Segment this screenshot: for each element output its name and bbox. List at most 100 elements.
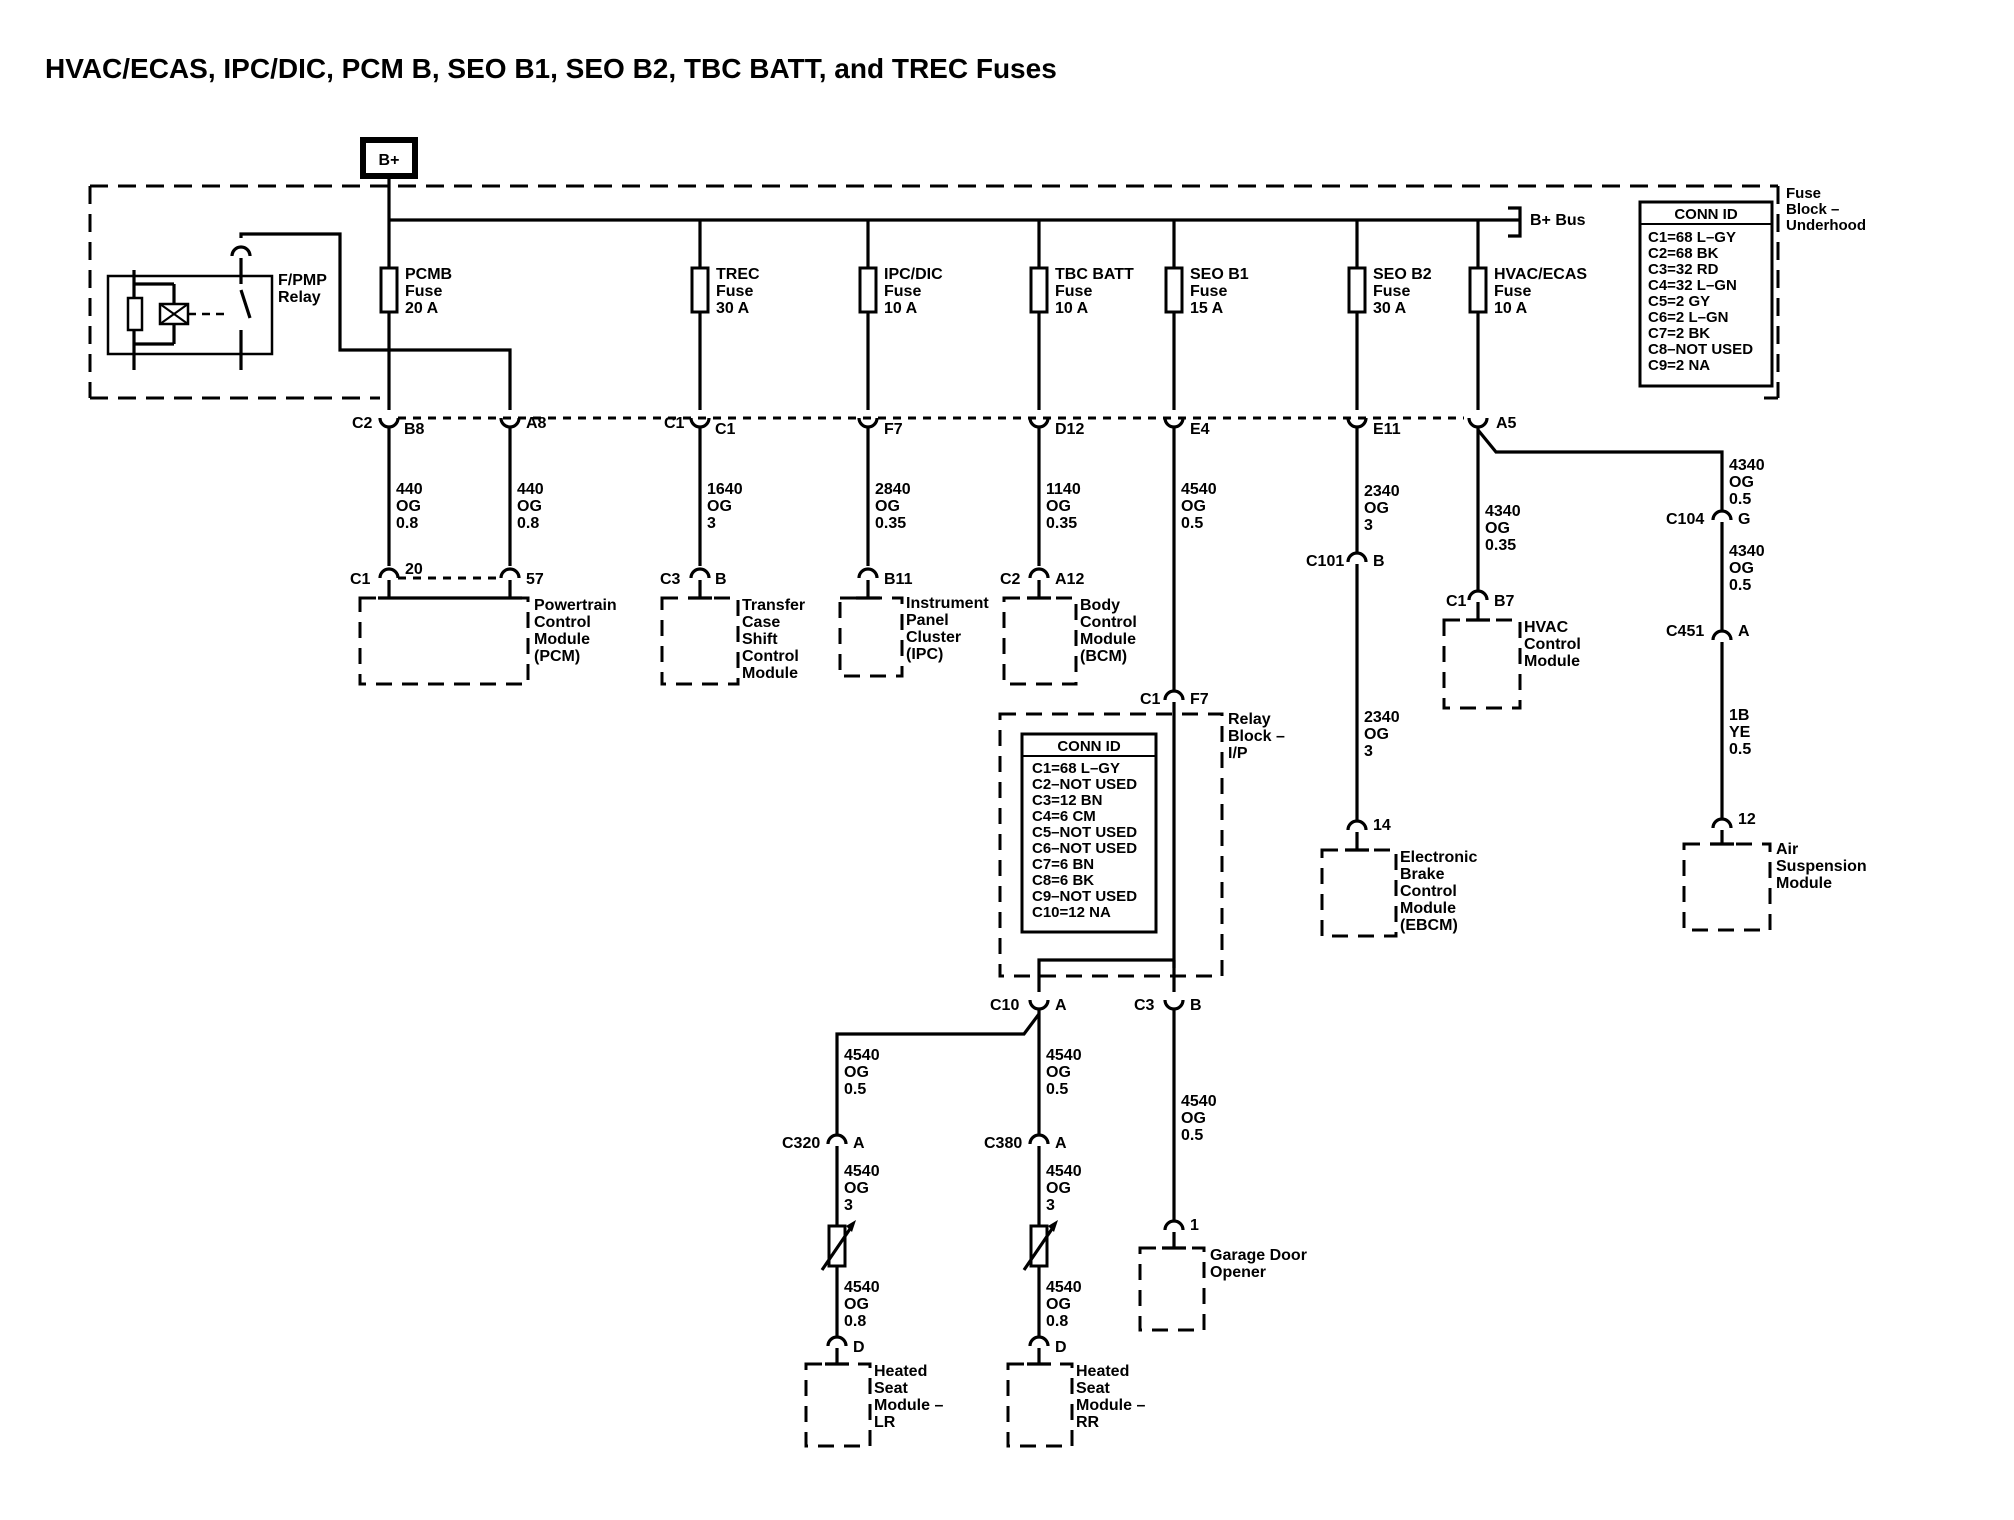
wire-label: 0.5: [1181, 515, 1203, 532]
fuse-label: 20 A: [405, 300, 439, 317]
module-label: (IPC): [906, 646, 943, 663]
wire-label: OG: [1046, 1180, 1071, 1197]
wire-label: 2340: [1364, 709, 1400, 726]
connector-label: 1: [1190, 1217, 1199, 1234]
module-label: Case: [742, 614, 780, 631]
wire-label: 4340: [1485, 503, 1521, 520]
module-label: Body: [1080, 597, 1120, 614]
fuse-block-conn-id-line: C7=2 BK: [1648, 325, 1710, 342]
relay-block-conn-id-line: C1=68 L–GY: [1032, 760, 1120, 777]
connector-label: C1: [1446, 593, 1467, 610]
connector-label: B: [1373, 553, 1385, 570]
module-label: Module: [1400, 900, 1456, 917]
module-label: (BCM): [1080, 648, 1127, 665]
fuse-block-conn-id-line: C1=68 L–GY: [1648, 229, 1736, 246]
relay-block-name-2: Block –: [1228, 728, 1285, 745]
wire-label: 3: [1046, 1197, 1055, 1214]
fuse-label: Fuse: [884, 283, 921, 300]
wire-label: 0.35: [875, 515, 906, 532]
fuse-label: 10 A: [884, 300, 918, 317]
fuse-trec: TREC Fuse 30 A: [690, 220, 760, 410]
relay-block-ip: C1 F7 Relay Block – I/P: [998, 689, 1285, 992]
module-label: Control: [534, 614, 591, 631]
connector-label: C1: [350, 571, 371, 588]
connector-label: 14: [1373, 817, 1391, 834]
relay-block-conn-id-line: C2–NOT USED: [1032, 776, 1137, 793]
wire-label: 2840: [875, 481, 911, 498]
wire-label: OG: [1485, 520, 1510, 537]
fuse-label: IPC/DIC: [884, 266, 943, 283]
module-label: Air: [1776, 841, 1798, 858]
fuse-label: HVAC/ECAS: [1494, 266, 1587, 283]
module-label: Instrument: [906, 595, 989, 612]
fuse-label: TBC BATT: [1055, 266, 1134, 283]
wire-label: 3: [707, 515, 716, 532]
wire-label: 4340: [1729, 543, 1765, 560]
fuse-label: Fuse: [716, 283, 753, 300]
wire-seo-b2-top: 2340 OG 3: [1364, 483, 1400, 534]
relay-block-conn-id-line: C9–NOT USED: [1032, 888, 1137, 905]
fuse-label: 10 A: [1494, 300, 1528, 317]
module-label: LR: [874, 1414, 896, 1431]
connector-label: D: [1055, 1339, 1067, 1356]
transfer-case-shift-control-module: C3 B Transfer Case Shift Control Module: [660, 567, 805, 686]
connector-label: A8: [526, 415, 547, 432]
fuse-label: Fuse: [1494, 283, 1531, 300]
connector-label: C380: [984, 1135, 1022, 1152]
relay-block-conn-id-header: CONN ID: [1057, 738, 1121, 755]
air-suspension-branch: C104 G 4340 OG 0.5 C451 A 1B YE 0.5 12 A…: [1666, 509, 1867, 932]
relay-block-conn-id-line: C4=6 CM: [1032, 808, 1096, 825]
connector-label: E4: [1190, 421, 1210, 438]
fuse-label: Fuse: [1055, 283, 1092, 300]
connector-label: 20: [405, 561, 423, 578]
connector-label: B11: [884, 571, 913, 588]
wire-label: 4540: [1046, 1047, 1082, 1064]
module-label: Suspension: [1776, 858, 1867, 875]
module-label: Shift: [742, 631, 778, 648]
wire-label: 0.5: [1181, 1127, 1203, 1144]
connector-label: C3: [1134, 997, 1155, 1014]
body-control-module: C2 A12 Body Control Module (BCM): [1000, 567, 1137, 686]
module-label: Powertrain: [534, 597, 617, 614]
wire-label: 0.5: [1729, 577, 1751, 594]
wire-label: OG: [1046, 498, 1071, 515]
fuse-seo-b2: SEO B2 Fuse 30 A: [1347, 220, 1432, 410]
module-label: Seat: [1076, 1380, 1110, 1397]
fuse-block-name-2: Block –: [1786, 201, 1839, 218]
module-label: Heated: [1076, 1363, 1129, 1380]
relay-block-conn-id-line: C10=12 NA: [1032, 904, 1111, 921]
fuse-block-conn-id-table: CONN ID C1=68 L–GY C2=68 BK C3=32 RD C4=…: [1638, 200, 1774, 388]
wire-label: OG: [1729, 560, 1754, 577]
relay-block-conn-id-line: C6–NOT USED: [1032, 840, 1137, 857]
connector-label: C2: [1000, 571, 1021, 588]
fuse-label: SEO B1: [1190, 266, 1249, 283]
wire-pcm-a8: 440 OG 0.8: [517, 481, 544, 532]
fuse-block-name-3: Underhood: [1786, 217, 1866, 234]
wire-label: 0.35: [1046, 515, 1077, 532]
fuse-block-conn-id-line: C3=32 RD: [1648, 261, 1719, 278]
module-label: Module: [1080, 631, 1136, 648]
wire-label: 4540: [844, 1163, 880, 1180]
module-label: Panel: [906, 612, 949, 629]
fuse-label: 30 A: [1373, 300, 1407, 317]
wire-label: 4540: [844, 1279, 880, 1296]
wire-label: 4540: [1181, 481, 1217, 498]
b-plus-bus: B+ Bus: [387, 176, 1586, 238]
connector-label: 57: [526, 571, 544, 588]
bus-label: B+ Bus: [1530, 212, 1586, 229]
fuse-label: SEO B2: [1373, 266, 1432, 283]
wire-label: OG: [844, 1180, 869, 1197]
module-label: Module: [742, 665, 798, 682]
wire-trec: 1640 OG 3: [707, 481, 743, 532]
wire-label: 3: [844, 1197, 853, 1214]
fuse-pcmb: PCMB Fuse 20 A: [379, 220, 452, 410]
wire-label: 440: [396, 481, 423, 498]
wire-label: 4340: [1729, 457, 1765, 474]
connector-label: C104: [1666, 511, 1704, 528]
module-label: Module: [1776, 875, 1832, 892]
wire-label: 0.8: [517, 515, 539, 532]
module-label: Control: [1400, 883, 1457, 900]
wire-label: 0.5: [1729, 741, 1751, 758]
relay-block-name-1: Relay: [1228, 711, 1271, 728]
wire-label: OG: [1181, 498, 1206, 515]
